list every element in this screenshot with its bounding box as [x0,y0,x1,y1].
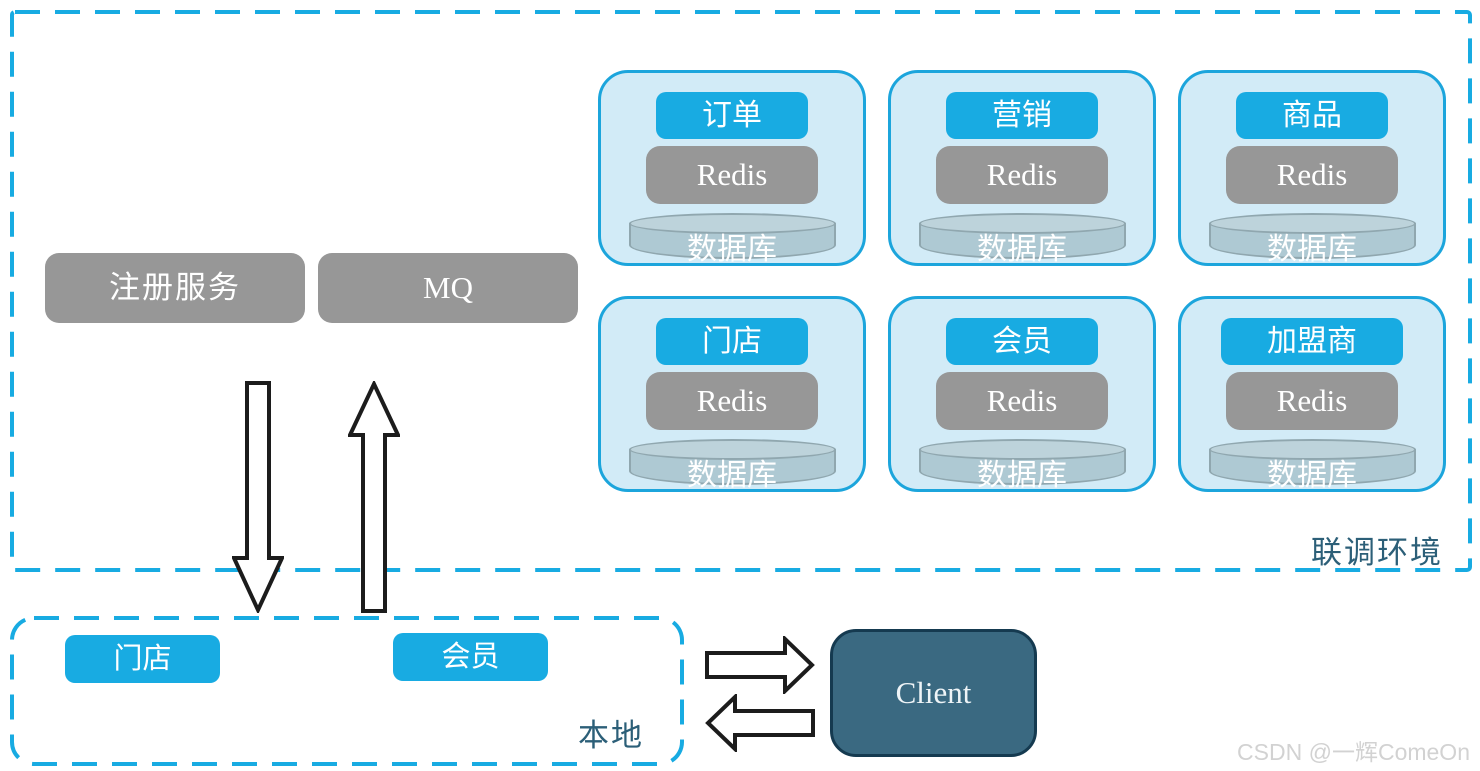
service-card-franchisee: 加盟商 Redis 数据库 [1178,296,1446,492]
redis-box: Redis [646,372,818,430]
arrow-left-icon [705,694,815,752]
database-label: 数据库 [687,459,777,492]
database-cylinder: 数据库 [918,439,1126,492]
registry-service-box: 注册服务 [45,253,305,323]
database-cylinder: 数据库 [918,213,1126,266]
card-label: 订单 [656,92,808,139]
card-label: 商品 [1236,92,1388,139]
redis-box: Redis [646,146,818,204]
service-card-order: 订单 Redis 数据库 [598,70,866,266]
database-cylinder: 数据库 [628,213,836,266]
watermark: CSDN @一辉ComeOn [1237,739,1470,765]
service-card-product: 商品 Redis 数据库 [1178,70,1446,266]
local-box-label: 本地 [578,718,644,753]
arrow-up-icon [348,381,400,613]
redis-box: Redis [1226,146,1398,204]
service-card-member: 会员 Redis 数据库 [888,296,1156,492]
card-label: 门店 [656,318,808,365]
cylinder-top [1208,439,1416,460]
card-label: 会员 [946,318,1098,365]
database-label: 数据库 [977,459,1067,492]
cylinder-top [918,213,1126,234]
cylinder-top [628,439,836,460]
cylinder-top [628,213,836,234]
database-label: 数据库 [977,233,1067,266]
database-cylinder: 数据库 [1208,213,1416,266]
local-item-store: 门店 [65,635,220,683]
mq-box: MQ [318,253,578,323]
database-label: 数据库 [1267,459,1357,492]
card-label: 加盟商 [1221,318,1403,365]
arrow-down-icon [232,381,284,613]
service-card-marketing: 营销 Redis 数据库 [888,70,1156,266]
redis-box: Redis [936,372,1108,430]
database-cylinder: 数据库 [1208,439,1416,492]
redis-box: Redis [936,146,1108,204]
database-label: 数据库 [1267,233,1357,266]
card-label: 营销 [946,92,1098,139]
env-box-label: 联调环境 [1311,535,1443,570]
local-item-member: 会员 [393,633,548,681]
database-cylinder: 数据库 [628,439,836,492]
redis-box: Redis [1226,372,1398,430]
cylinder-top [1208,213,1416,234]
cylinder-top [918,439,1126,460]
arrow-right-icon [705,636,815,694]
client-box: Client [830,629,1037,757]
service-card-store: 门店 Redis 数据库 [598,296,866,492]
database-label: 数据库 [687,233,777,266]
client-label: Client [895,675,972,710]
